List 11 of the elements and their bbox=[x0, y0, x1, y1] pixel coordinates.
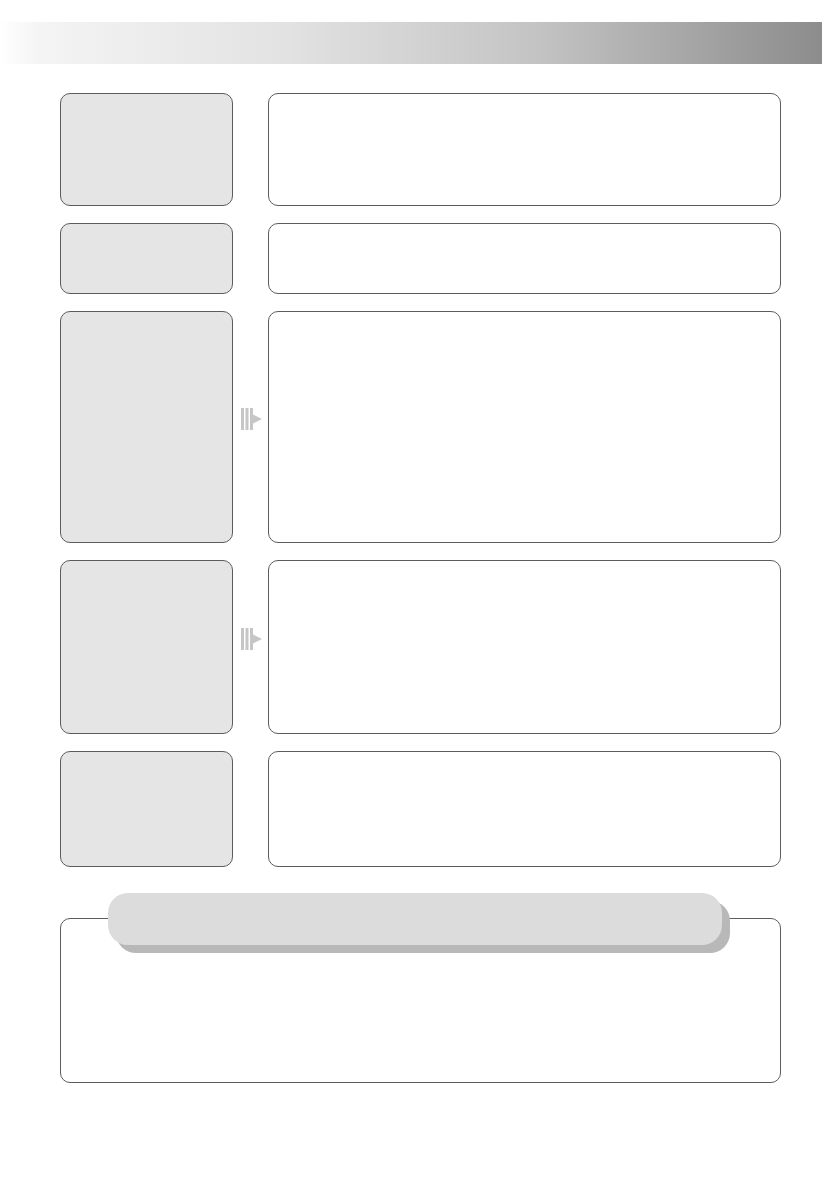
banner-panel bbox=[60, 893, 781, 1083]
outlined-box bbox=[268, 93, 781, 206]
shaded-box bbox=[60, 311, 233, 543]
shaded-box bbox=[60, 93, 233, 206]
shaded-box bbox=[60, 560, 233, 734]
outlined-box bbox=[268, 751, 781, 867]
outlined-box bbox=[268, 223, 781, 294]
shaded-box bbox=[60, 751, 233, 867]
outlined-box bbox=[268, 311, 781, 543]
outlined-box bbox=[268, 560, 781, 734]
shaded-box bbox=[60, 223, 233, 294]
